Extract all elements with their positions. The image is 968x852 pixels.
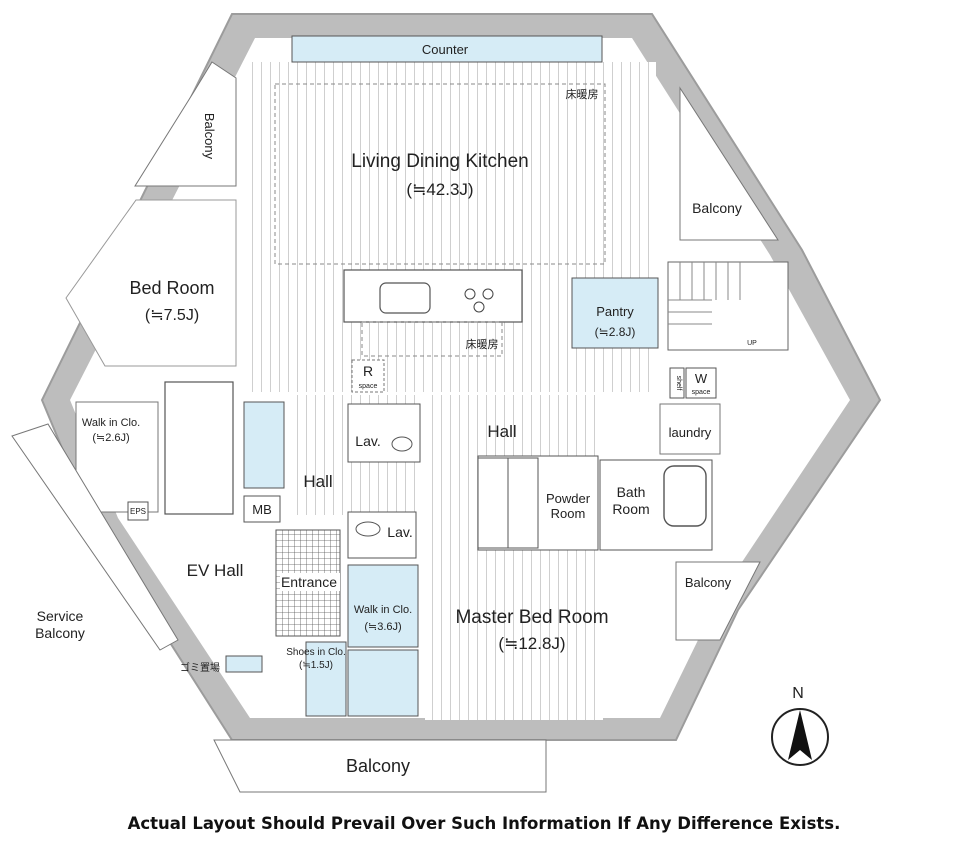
garbage-area — [225, 655, 263, 673]
bath-room-title-2: Room — [612, 501, 649, 517]
garbage-label: ゴミ置場 — [180, 661, 220, 674]
pantry-title: Pantry — [596, 304, 634, 319]
r-space-word: space — [359, 383, 378, 390]
walk-in-closet-1-size: (≒2.6J) — [92, 432, 129, 444]
r-space — [351, 359, 385, 393]
master-floor — [425, 395, 603, 720]
floor-heating-zone-2 — [361, 321, 503, 357]
laundry-label: laundry — [669, 425, 712, 440]
shoes-closet — [305, 641, 347, 717]
bed-room-size: (≒7.5J) — [145, 307, 199, 324]
closet-shelf-box — [243, 401, 285, 489]
counter-label: Counter — [422, 42, 469, 57]
eps — [127, 501, 149, 521]
closet-interior — [164, 381, 234, 515]
pantry — [571, 277, 659, 349]
lavatory-1 — [347, 403, 421, 463]
balcony-e — [675, 561, 761, 641]
shelf-label: shelf — [675, 376, 682, 391]
stair-treads — [668, 262, 741, 325]
eps-label: EPS — [130, 507, 146, 516]
walk-in-closet-2-title: Walk in Clo. — [354, 604, 412, 616]
balcony-e-label: Balcony — [685, 575, 732, 590]
mb — [243, 495, 281, 523]
walk-in-closet-1-title: Walk in Clo. — [82, 417, 140, 429]
sink-counter — [507, 457, 539, 549]
ldk-title: Living Dining Kitchen — [351, 151, 528, 172]
balcony-nw-label: Balcony — [202, 113, 217, 160]
closet-lower — [347, 649, 419, 717]
hall-2-label: Hall — [487, 422, 516, 441]
powder-room-title-1: Powder — [546, 491, 591, 506]
shoes-closet-size: (≒1.5J) — [299, 660, 333, 671]
disclaimer: Actual Layout Should Prevail Over Such I… — [127, 814, 841, 833]
powder-room-title-2: Room — [551, 506, 586, 521]
walk-in-closet-1 — [75, 401, 159, 513]
laundry — [659, 403, 721, 455]
bed-room — [65, 199, 237, 367]
ev-hall-label: EV Hall — [187, 561, 244, 580]
bed-room-title: Bed Room — [129, 278, 214, 298]
stove-burner — [482, 288, 494, 300]
bath-room-title-1: Bath — [617, 484, 646, 500]
balcony-nw — [134, 61, 237, 187]
lavatory-2-label: Lav. — [387, 524, 412, 540]
sink-counter — [477, 457, 509, 549]
counter — [291, 35, 603, 63]
floor-heating-zone — [274, 83, 606, 265]
toilet-icon — [391, 436, 413, 452]
balcony-s-label: Balcony — [346, 756, 410, 776]
balcony-s — [213, 739, 547, 793]
entrance-label: Entrance — [281, 574, 337, 590]
floor-heating-label-2: 床暖房 — [466, 337, 499, 351]
master-bed-room-title: Master Bed Room — [455, 607, 608, 628]
balcony-ne — [679, 86, 779, 241]
w-space — [685, 367, 717, 399]
mb-label: MB — [252, 502, 272, 517]
lavatory-2 — [347, 511, 417, 559]
shoes-closet-title: Shoes in Clo. — [286, 647, 345, 658]
pantry-size: (≒2.8J) — [595, 325, 636, 339]
balcony-ne-label: Balcony — [692, 200, 742, 216]
bathtub — [663, 465, 707, 527]
stove-burner — [473, 301, 485, 313]
master-bed-room-size: (≒12.8J) — [498, 634, 565, 653]
shelf — [669, 367, 685, 399]
service-balcony — [11, 423, 179, 651]
hall-1-label: Hall — [303, 472, 332, 491]
service-balcony-title-1: Service — [37, 608, 84, 624]
walk-in-closet-2 — [347, 564, 419, 648]
w-space-letter: W — [695, 371, 708, 386]
stairs-up-label: UP — [747, 340, 757, 347]
compass-n-label: N — [792, 685, 804, 702]
kitchen-island — [343, 269, 523, 323]
service-balcony-title-2: Balcony — [35, 625, 85, 641]
entrance-label-bg — [280, 573, 340, 591]
stove-burner — [464, 288, 476, 300]
walk-in-closet-2-size: (≒3.6J) — [364, 621, 401, 633]
compass-needle-icon — [788, 710, 812, 760]
toilet-icon — [355, 521, 381, 537]
r-space-letter: R — [363, 363, 373, 379]
w-space-word: space — [692, 389, 711, 396]
sink — [379, 282, 431, 314]
ldk-size: (≒42.3J) — [406, 180, 473, 199]
floor-heating-label-1: 床暖房 — [566, 87, 599, 101]
lavatory-1-label: Lav. — [355, 433, 380, 449]
